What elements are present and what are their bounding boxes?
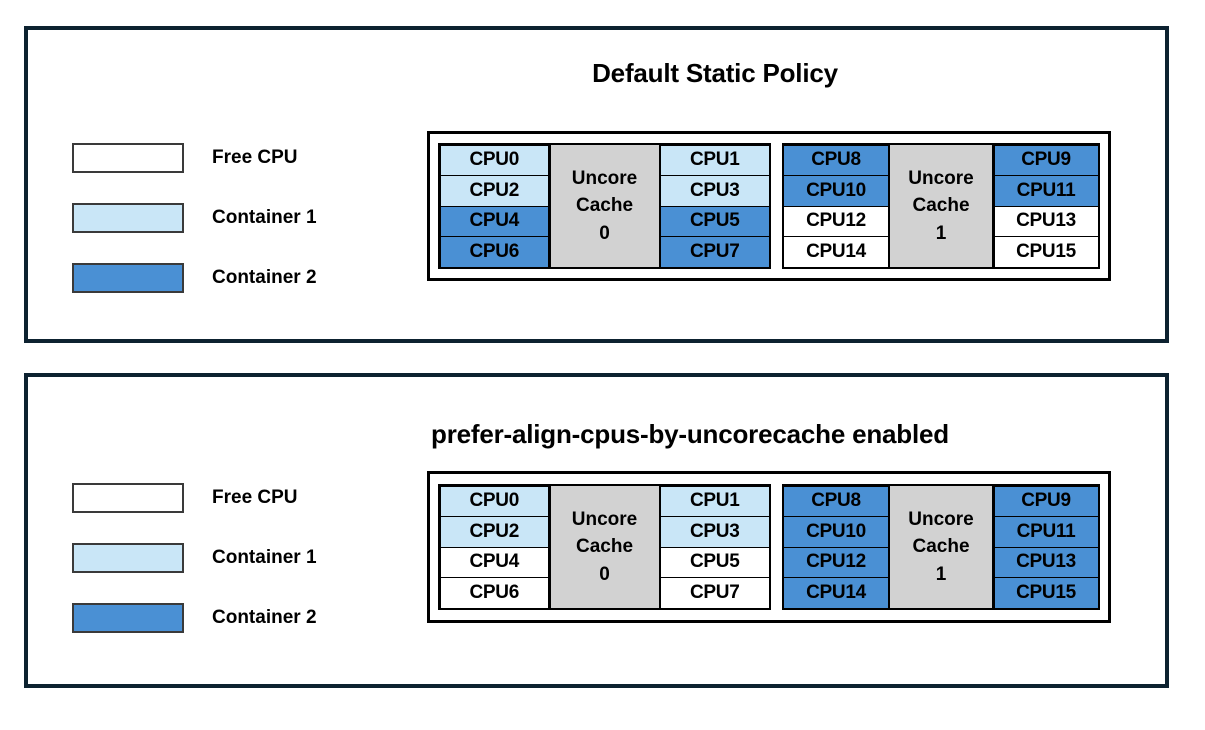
cpu-cell: CPU14 [783, 577, 889, 609]
cpu-cell: CPU10 [783, 516, 889, 548]
uncore-cache-line-1: Uncore [908, 508, 974, 530]
cpu-cell: CPU12 [783, 205, 889, 237]
uncore-cache-label-1: Uncore Cache 1 [888, 145, 994, 267]
legend-swatch-container-2 [72, 263, 184, 293]
cpu-cell: CPU9 [993, 144, 1099, 176]
legend-label-container-1: Container 1 [212, 207, 317, 228]
uncore-cache-group-1: CPU8 CPU10 CPU12 CPU14 Uncore Cache 1 CP… [781, 143, 1100, 269]
cpu-column-left: CPU0 CPU2 CPU4 CPU6 [439, 144, 549, 268]
legend-item-free-cpu: Free CPU [72, 468, 372, 528]
cpu-cell: CPU13 [993, 205, 1099, 237]
cpu-cell: CPU3 [660, 516, 770, 548]
cpu-cell: CPU1 [660, 485, 770, 517]
legend-label-free-cpu: Free CPU [212, 487, 298, 508]
uncore-cache-group-0: CPU0 CPU2 CPU4 CPU6 Uncore Cache 0 CPU1 … [438, 143, 771, 269]
cpu-cell: CPU4 [439, 205, 549, 237]
uncore-cache-line-2: Cache [912, 195, 970, 217]
uncore-cache-line-1: Uncore [571, 167, 638, 189]
legend-swatch-container-2 [72, 603, 184, 633]
cpu-cell: CPU2 [439, 175, 549, 207]
legend-item-free-cpu: Free CPU [72, 128, 372, 188]
cpu-cell: CPU6 [439, 577, 549, 609]
cpu-topology-diagram-prefer-align: CPU0 CPU2 CPU4 CPU6 Uncore Cache 0 CPU1 … [427, 471, 1111, 623]
cpu-cell: CPU5 [660, 205, 770, 237]
cpu-cell: CPU8 [783, 144, 889, 176]
legend-label-container-2: Container 2 [212, 267, 317, 288]
cpu-cell: CPU15 [993, 236, 1099, 268]
cpu-cell: CPU5 [660, 546, 770, 578]
uncore-cache-group-1: CPU8 CPU10 CPU12 CPU14 Uncore Cache 1 CP… [781, 484, 1100, 610]
cpu-cell: CPU7 [660, 577, 770, 609]
cpu-cell: CPU7 [660, 236, 770, 268]
cpu-column-left: CPU8 CPU10 CPU12 CPU14 [783, 485, 889, 609]
legend-swatch-free-cpu [72, 143, 184, 173]
cpu-column-left: CPU0 CPU2 CPU4 CPU6 [439, 485, 549, 609]
cpu-cell: CPU1 [660, 144, 770, 176]
cpu-cell: CPU14 [783, 236, 889, 268]
cpu-cell: CPU8 [783, 485, 889, 517]
cpu-cell: CPU3 [660, 175, 770, 207]
legend-label-container-2: Container 2 [212, 607, 317, 628]
uncore-cache-line-1: Uncore [571, 508, 638, 530]
cpu-cell: CPU9 [993, 485, 1099, 517]
uncore-cache-line-2: Cache [575, 195, 634, 217]
uncore-cache-label-0: Uncore Cache 0 [548, 486, 661, 608]
page-title-default-static-policy: Default Static Policy [592, 58, 838, 88]
cpu-cell: CPU6 [439, 236, 549, 268]
legend-top: Free CPU Container 1 Container 2 [72, 128, 372, 308]
cpu-column-left: CPU8 CPU10 CPU12 CPU14 [783, 144, 889, 268]
uncore-cache-line-3: 0 [599, 222, 610, 244]
uncore-cache-line-3: 1 [935, 222, 947, 244]
cpu-cell: CPU11 [993, 175, 1099, 207]
cpu-topology-diagram-default: CPU0 CPU2 CPU4 CPU6 Uncore Cache 0 CPU1 … [427, 131, 1111, 281]
legend-swatch-container-1 [72, 203, 184, 233]
legend-bottom: Free CPU Container 1 Container 2 [72, 468, 372, 648]
legend-swatch-container-1 [72, 543, 184, 573]
uncore-cache-line-3: 1 [935, 563, 947, 585]
legend-item-container-2: Container 2 [72, 248, 372, 308]
legend-label-free-cpu: Free CPU [212, 147, 298, 168]
uncore-cache-label-0: Uncore Cache 0 [548, 145, 661, 267]
cpu-column-right: CPU1 CPU3 CPU5 CPU7 [660, 485, 770, 609]
uncore-cache-label-1: Uncore Cache 1 [888, 486, 994, 608]
cpu-cell: CPU0 [439, 144, 549, 176]
cpu-cell: CPU0 [439, 485, 549, 517]
legend-label-container-1: Container 1 [212, 547, 317, 568]
legend-item-container-1: Container 1 [72, 188, 372, 248]
cpu-cell: CPU2 [439, 516, 549, 548]
cpu-cell: CPU11 [993, 516, 1099, 548]
uncore-cache-line-3: 0 [599, 563, 610, 585]
cpu-column-right: CPU9 CPU11 CPU13 CPU15 [993, 485, 1099, 609]
cpu-column-right: CPU1 CPU3 CPU5 CPU7 [660, 144, 770, 268]
cpu-cell: CPU4 [439, 546, 549, 578]
uncore-cache-line-2: Cache [575, 536, 634, 558]
legend-item-container-2: Container 2 [72, 588, 372, 648]
legend-swatch-free-cpu [72, 483, 184, 513]
cpu-cell: CPU13 [993, 546, 1099, 578]
uncore-cache-line-2: Cache [912, 536, 970, 558]
cpu-cell: CPU10 [783, 175, 889, 207]
cpu-cell: CPU15 [993, 577, 1099, 609]
page-title-prefer-align-cpus-by-uncorecache: prefer-align-cpus-by-uncorecache enabled [431, 419, 949, 449]
cpu-cell: CPU12 [783, 546, 889, 578]
uncore-cache-group-0: CPU0 CPU2 CPU4 CPU6 Uncore Cache 0 CPU1 … [438, 484, 771, 610]
legend-item-container-1: Container 1 [72, 528, 372, 588]
cpu-column-right: CPU9 CPU11 CPU13 CPU15 [993, 144, 1099, 268]
uncore-cache-line-1: Uncore [908, 167, 974, 189]
